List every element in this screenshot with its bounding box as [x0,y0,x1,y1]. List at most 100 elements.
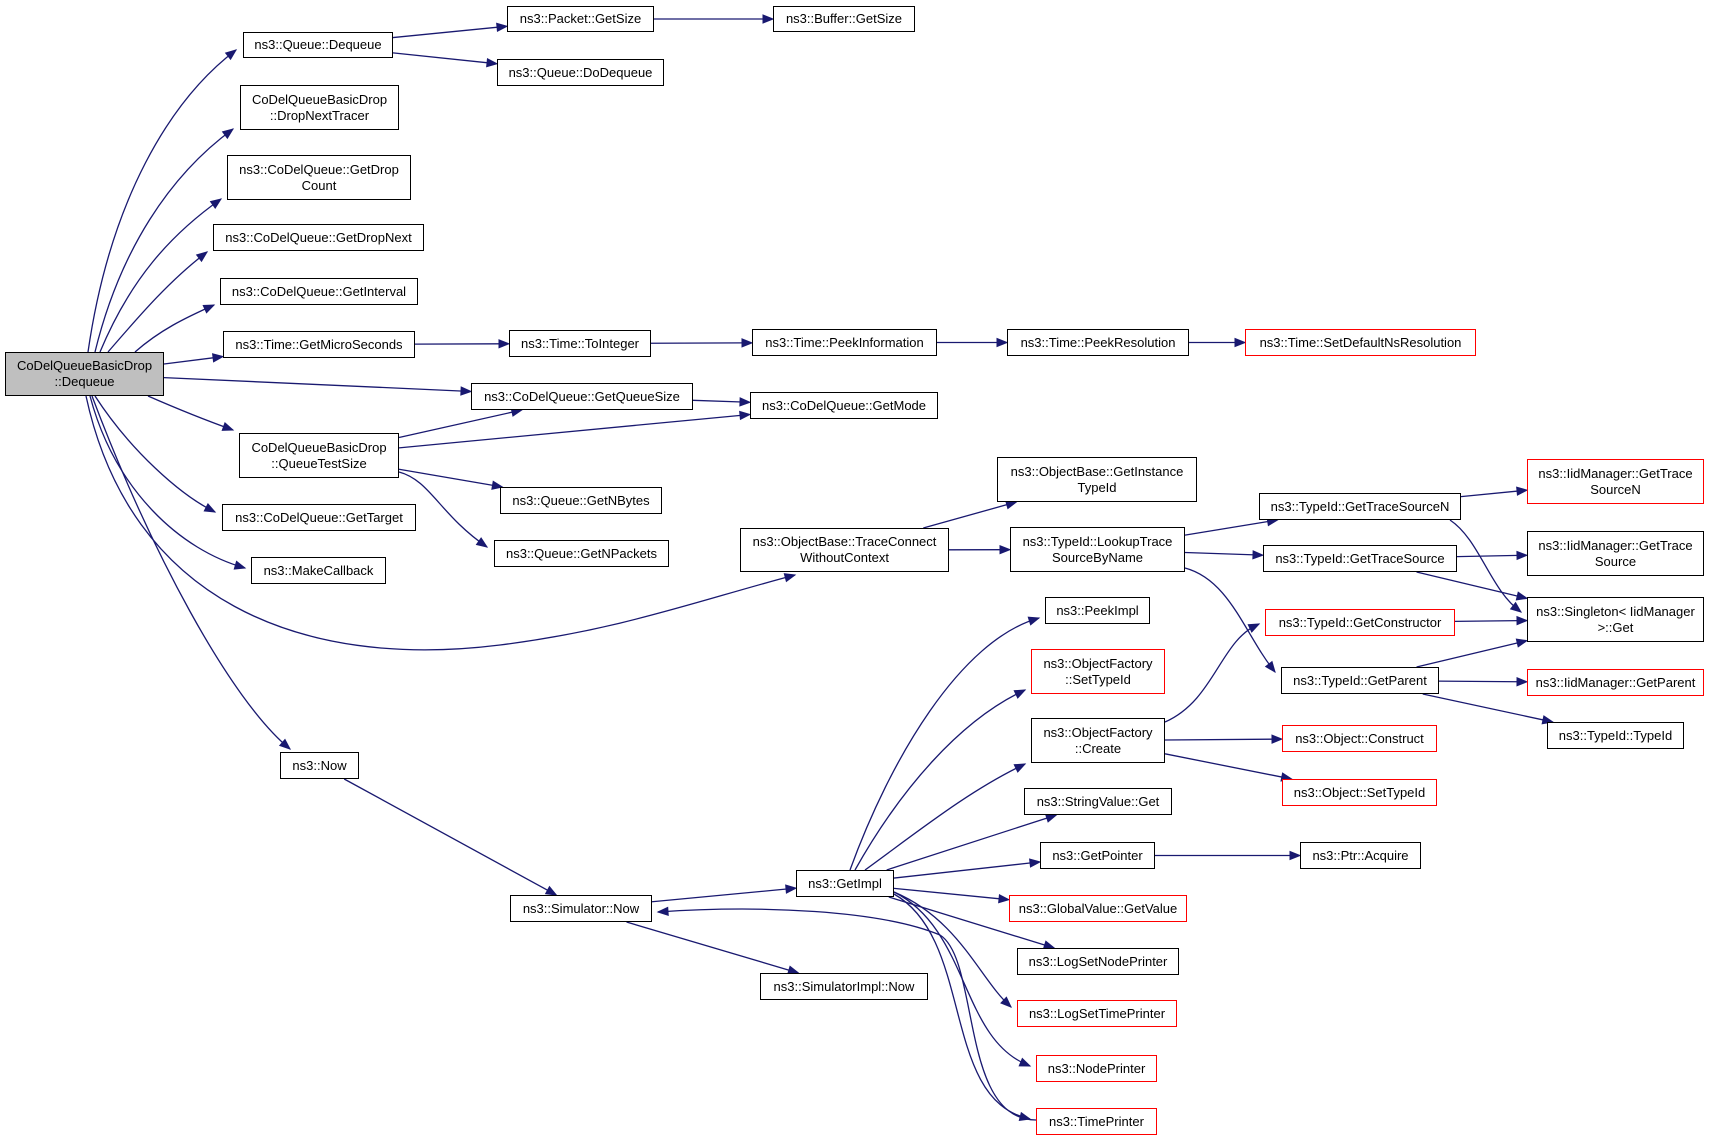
node-iid-gettracesourcen[interactable]: ns3::IidManager::GetTrace SourceN [1527,459,1704,504]
edge-root-to-getmicro [163,356,216,365]
node-getconstructor[interactable]: ns3::TypeId::GetConstructor [1265,609,1455,636]
node-simimpl-now[interactable]: ns3::SimulatorImpl::Now [760,973,928,1000]
node-traceconnect[interactable]: ns3::ObjectBase::TraceConnect WithoutCon… [740,528,949,572]
edge-root-to-q-dequeue-arrowhead [224,49,238,61]
node-now[interactable]: ns3::Now [280,752,359,779]
edge-getparent-to-singleton [1416,641,1520,668]
node-obj-settypeid[interactable]: ns3::Object::SetTypeId [1282,779,1437,806]
edge-sim-now-to-getimpl [651,888,789,903]
node-peekres[interactable]: ns3::Time::PeekResolution [1007,329,1189,356]
edge-queuetestsize-to-getnbytes [398,468,495,487]
edge-getimpl-to-logsettimeprinter-arrowhead [1000,996,1012,1008]
edge-getparent-to-iid-getparent-arrowhead [1516,676,1529,687]
node-getqueuesize[interactable]: ns3::CoDelQueue::GetQueueSize [471,383,693,410]
node-peekinfo[interactable]: ns3::Time::PeekInformation [752,329,937,356]
edge-lookuptrace-to-getparent [1184,567,1276,673]
edge-sim-now-to-getimpl-arrowhead [785,884,798,894]
node-stringvalue-get[interactable]: ns3::StringValue::Get [1024,788,1172,815]
node-getimpl[interactable]: ns3::GetImpl [796,870,894,897]
node-setdefres[interactable]: ns3::Time::SetDefaultNsResolution [1245,329,1476,356]
node-obj-construct[interactable]: ns3::Object::Construct [1282,725,1437,752]
edge-peekinfo-to-peekres-arrowhead [996,337,1009,348]
edge-gettracesourcen-to-iid-gettracesourcen-arrowhead [1516,486,1529,496]
edge-getimpl-to-logsettimeprinter [893,891,1012,1008]
edge-getimpl-to-stringvalue-get-arrowhead [1044,813,1058,823]
node-ptr-acquire[interactable]: ns3::Ptr::Acquire [1300,842,1421,869]
edge-getimpl-to-peekimpl-arrowhead [1027,616,1041,626]
edge-getimpl-to-stringvalue-get [886,816,1049,871]
node-logsettimeprinter[interactable]: ns3::LogSetTimePrinter [1017,1000,1177,1027]
edge-getimpl-to-peekimpl [849,617,1040,871]
node-dropnexttracer[interactable]: CoDelQueueBasicDrop ::DropNextTracer [240,85,399,130]
node-globalvalue-getvalue[interactable]: ns3::GlobalValue::GetValue [1009,895,1187,922]
node-getmicro[interactable]: ns3::Time::GetMicroSeconds [223,331,415,358]
edge-root-to-getdropcount [99,198,222,353]
node-getpointer[interactable]: ns3::GetPointer [1040,842,1155,869]
node-getdropcount[interactable]: ns3::CoDelQueue::GetDrop Count [227,155,411,200]
edge-root-to-queuetestsize [147,395,234,431]
node-getinterval[interactable]: ns3::CoDelQueue::GetInterval [220,278,418,305]
edge-lookuptrace-to-gettracesourcen [1184,520,1270,536]
edge-root-to-q-dequeue [87,49,237,353]
node-gettracesourcen[interactable]: ns3::TypeId::GetTraceSourceN [1259,493,1461,520]
node-of-settypeid[interactable]: ns3::ObjectFactory ::SetTypeId [1031,649,1165,694]
edge-getimpl-to-getpointer-arrowhead [1029,858,1042,868]
edge-root-to-getdropnext [107,251,208,353]
edge-pkt-getsize-to-buf-getsize-arrowhead [762,14,775,24]
node-sim-now[interactable]: ns3::Simulator::Now [510,895,652,922]
node-tointeger[interactable]: ns3::Time::ToInteger [509,330,651,357]
edge-getimpl-to-of-create [864,763,1026,871]
node-getnbytes[interactable]: ns3::Queue::GetNBytes [500,487,662,514]
node-getinstancetypeid[interactable]: ns3::ObjectBase::GetInstance TypeId [997,457,1197,502]
edge-getparent-to-typeid-typeid [1422,693,1546,721]
edge-lookuptrace-to-gettracesource [1184,551,1256,556]
edge-gettracesourcen-to-iid-gettracesourcen [1460,490,1520,498]
edge-now-to-sim-now-arrowhead [544,885,558,896]
node-logsetnodeprinter[interactable]: ns3::LogSetNodePrinter [1017,948,1179,975]
edge-sim-now-to-simimpl-now [626,921,791,972]
edge-queuetestsize-to-getnpackets [398,471,488,548]
node-queuetestsize[interactable]: CoDelQueueBasicDrop ::QueueTestSize [239,433,399,478]
edge-gettracesourcen-to-singleton [1449,519,1522,613]
node-q-dodequeue[interactable]: ns3::Queue::DoDequeue [497,59,664,86]
edge-queuetestsize-to-getqueuesize [398,411,515,439]
node-lookuptrace[interactable]: ns3::TypeId::LookupTrace SourceByName [1010,527,1185,572]
node-q-dequeue[interactable]: ns3::Queue::Dequeue [243,32,393,58]
node-gettarget[interactable]: ns3::CoDelQueue::GetTarget [222,504,416,531]
edge-root-to-now [91,395,291,750]
edge-getmicro-to-tointeger-arrowhead [498,339,511,349]
node-iid-gettracesource[interactable]: ns3::IidManager::GetTrace Source [1527,531,1704,576]
edge-q-dequeue-to-pkt-getsize [392,26,500,39]
node-nodeprinter[interactable]: ns3::NodePrinter [1036,1055,1157,1082]
edge-root-to-getinterval-arrowhead [202,304,216,314]
edge-getconstructor-to-singleton [1454,619,1520,623]
edge-timeprinter-to-sim-now-arrowhead [656,906,669,917]
edge-root-to-traceconnect-arrowhead [783,573,797,583]
node-root: CoDelQueueBasicDrop ::Dequeue [5,352,164,396]
node-typeid-typeid[interactable]: ns3::TypeId::TypeId [1547,722,1684,749]
edge-root-to-getqueuesize [163,376,464,392]
node-gettracesource[interactable]: ns3::TypeId::GetTraceSource [1263,545,1457,572]
node-iid-getparent[interactable]: ns3::IidManager::GetParent [1527,669,1704,696]
node-pkt-getsize[interactable]: ns3::Packet::GetSize [507,6,654,32]
node-timeprinter[interactable]: ns3::TimePrinter [1036,1108,1157,1135]
edge-q-dequeue-to-q-dodequeue-arrowhead [486,57,499,68]
node-makecallback[interactable]: ns3::MakeCallback [251,557,386,584]
node-getdropnext[interactable]: ns3::CoDelQueue::GetDropNext [213,224,424,251]
edge-root-to-getdropnext-arrowhead [195,251,209,263]
edge-getimpl-to-nodeprinter-arrowhead [1018,1057,1032,1067]
edge-root-to-makecallback-arrowhead [233,560,247,570]
edge-root-to-dropnexttracer-arrowhead [221,128,235,140]
edge-getconstructor-to-singleton-arrowhead [1516,615,1529,626]
node-peekimpl[interactable]: ns3::PeekImpl [1045,597,1150,624]
node-of-create[interactable]: ns3::ObjectFactory ::Create [1031,718,1165,763]
node-getmode[interactable]: ns3::CoDelQueue::GetMode [750,392,938,419]
node-buf-getsize[interactable]: ns3::Buffer::GetSize [773,6,915,32]
node-getnpackets[interactable]: ns3::Queue::GetNPackets [494,540,669,567]
edge-getimpl-to-of-settypeid [854,689,1026,871]
node-singleton[interactable]: ns3::Singleton< IidManager >::Get [1527,597,1704,642]
edge-lookuptrace-to-gettracesource-arrowhead [1252,550,1265,560]
node-getparent[interactable]: ns3::TypeId::GetParent [1281,667,1439,694]
edge-of-create-to-obj-construct [1164,738,1275,741]
